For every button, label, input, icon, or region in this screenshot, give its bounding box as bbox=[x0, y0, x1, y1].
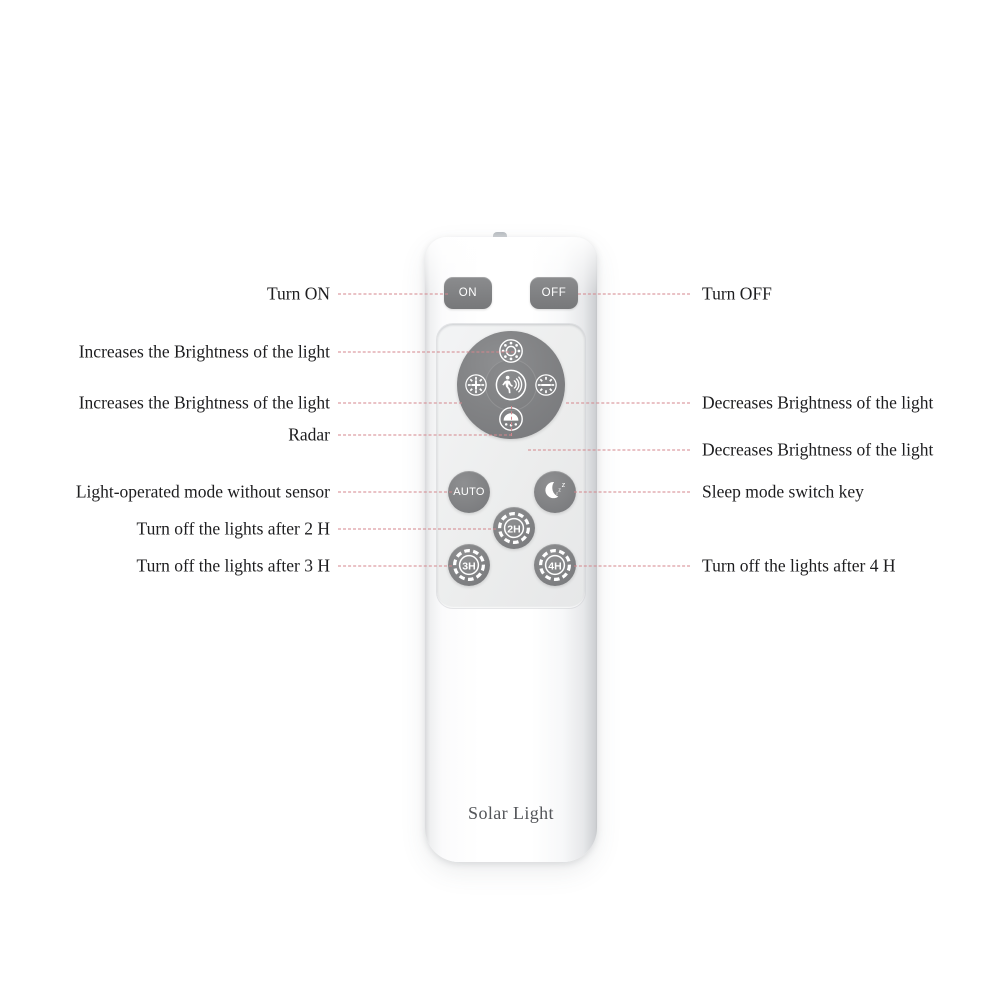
callout-timer-2h: Turn off the lights after 2 H bbox=[136, 518, 330, 539]
off-button[interactable]: OFF bbox=[530, 277, 578, 309]
leader-brightness-up-2 bbox=[338, 402, 462, 404]
ir-emitter-nub bbox=[493, 232, 507, 239]
leader-light-operated-mode bbox=[338, 491, 452, 493]
sleep-mode-button[interactable]: z z z bbox=[534, 471, 576, 513]
brightness-minus-icon[interactable] bbox=[534, 373, 558, 397]
callout-sleep-mode: Sleep mode switch key bbox=[702, 481, 864, 502]
leader-sleep-mode bbox=[574, 491, 690, 493]
timer-4h-button[interactable]: 4H bbox=[534, 544, 576, 586]
motion-sensor-icon[interactable] bbox=[494, 368, 528, 402]
sun-dots-icon[interactable] bbox=[498, 338, 524, 364]
on-button[interactable]: ON bbox=[444, 277, 492, 309]
callout-brightness-down-2: Decreases Brightness of the light bbox=[702, 439, 934, 460]
callout-radar: Radar bbox=[288, 424, 330, 445]
leader-turn-on bbox=[338, 293, 448, 295]
leader-timer-4h bbox=[574, 565, 690, 567]
callout-brightness-up-2: Increases the Brightness of the light bbox=[78, 392, 330, 413]
brand-label: Solar Light bbox=[468, 803, 554, 823]
svg-text:2H: 2H bbox=[507, 523, 520, 535]
leader-radar-vertical bbox=[511, 406, 512, 436]
timer-3h-icon: 3H bbox=[452, 548, 486, 582]
svg-text:z: z bbox=[562, 480, 566, 489]
callout-timer-3h: Turn off the lights after 3 H bbox=[136, 555, 330, 576]
callout-brightness-up-1: Increases the Brightness of the light bbox=[78, 341, 330, 362]
svg-text:3H: 3H bbox=[462, 560, 475, 572]
power-button-row: ON OFF bbox=[441, 277, 581, 311]
svg-text:z: z bbox=[558, 487, 561, 493]
leader-timer-3h bbox=[338, 565, 452, 567]
leader-brightness-down-2 bbox=[528, 449, 690, 451]
leader-timer-2h bbox=[338, 528, 496, 530]
timer-4h-icon: 4H bbox=[538, 548, 572, 582]
leader-brightness-down-1 bbox=[566, 402, 690, 404]
leader-brightness-up-1 bbox=[338, 351, 514, 353]
callout-turn-off: Turn OFF bbox=[702, 283, 772, 304]
svg-text:4H: 4H bbox=[548, 560, 561, 572]
brightness-plus-icon[interactable] bbox=[464, 373, 488, 397]
timer-2h-button[interactable]: 2H bbox=[493, 507, 535, 549]
callout-brightness-down-1: Decreases Brightness of the light bbox=[702, 392, 934, 413]
leader-radar-horizontal bbox=[338, 434, 512, 436]
timer-2h-icon: 2H bbox=[497, 511, 531, 545]
timer-3h-button[interactable]: 3H bbox=[448, 544, 490, 586]
callout-light-operated-mode: Light-operated mode without sensor bbox=[75, 481, 330, 502]
moon-zzz-icon: z z z bbox=[540, 477, 570, 507]
callout-turn-on: Turn ON bbox=[266, 283, 330, 304]
auto-button[interactable]: AUTO bbox=[448, 471, 490, 513]
callout-timer-4h: Turn off the lights after 4 H bbox=[702, 555, 896, 576]
auto-label: AUTO bbox=[453, 486, 485, 498]
svg-text:z: z bbox=[556, 490, 558, 495]
leader-turn-off bbox=[578, 293, 690, 295]
